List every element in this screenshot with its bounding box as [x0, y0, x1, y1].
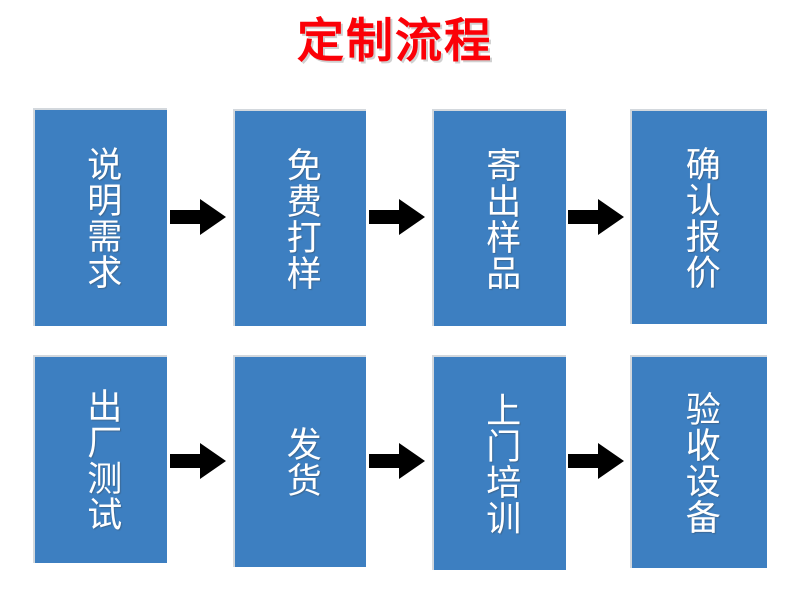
- flow-node-label: 说明需求: [81, 146, 122, 290]
- flow-node-jichu-yangpin[interactable]: 寄出样品: [432, 109, 566, 326]
- flow-node-label: 验收设备: [679, 390, 720, 535]
- flow-node-label: 确认报价: [679, 145, 720, 290]
- flow-node-label: 发货: [280, 426, 321, 498]
- flow-node-fahuo[interactable]: 发货: [233, 355, 366, 567]
- flow-node-label: 免费打样: [280, 146, 321, 291]
- flow-node-queren-baojia[interactable]: 确认报价: [630, 109, 767, 324]
- arrow-right-icon: [369, 440, 425, 482]
- flow-node-label: 寄出样品: [480, 146, 521, 291]
- arrow-right-icon: [568, 196, 624, 238]
- flow-node-label: 出厂测试: [81, 388, 122, 532]
- page-title: 定制流程: [297, 14, 493, 69]
- arrow-right-icon: [170, 196, 226, 238]
- flow-node-yanshou-shebei[interactable]: 验收设备: [630, 355, 767, 568]
- flow-node-mianfei-dayang[interactable]: 免费打样: [233, 109, 366, 326]
- arrow-right-icon: [170, 440, 226, 482]
- flow-node-shangmen-peixun[interactable]: 上门培训: [432, 355, 566, 570]
- flow-node-chuchang-ceshi[interactable]: 出厂测试: [33, 355, 167, 563]
- arrow-right-icon: [369, 196, 425, 238]
- arrow-right-icon: [568, 440, 624, 482]
- flow-node-shuoming-xuqiu[interactable]: 说明需求: [33, 108, 167, 326]
- flow-node-label: 上门培训: [480, 391, 521, 536]
